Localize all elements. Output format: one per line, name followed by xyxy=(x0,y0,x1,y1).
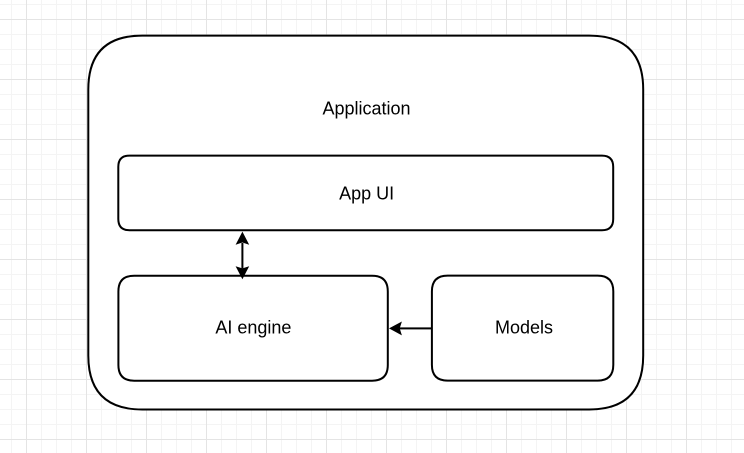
svg-text:Application: Application xyxy=(322,99,410,119)
svg-text:Models: Models xyxy=(495,317,553,337)
svg-text:App UI: App UI xyxy=(339,184,394,204)
svg-text:AI engine: AI engine xyxy=(215,317,291,337)
